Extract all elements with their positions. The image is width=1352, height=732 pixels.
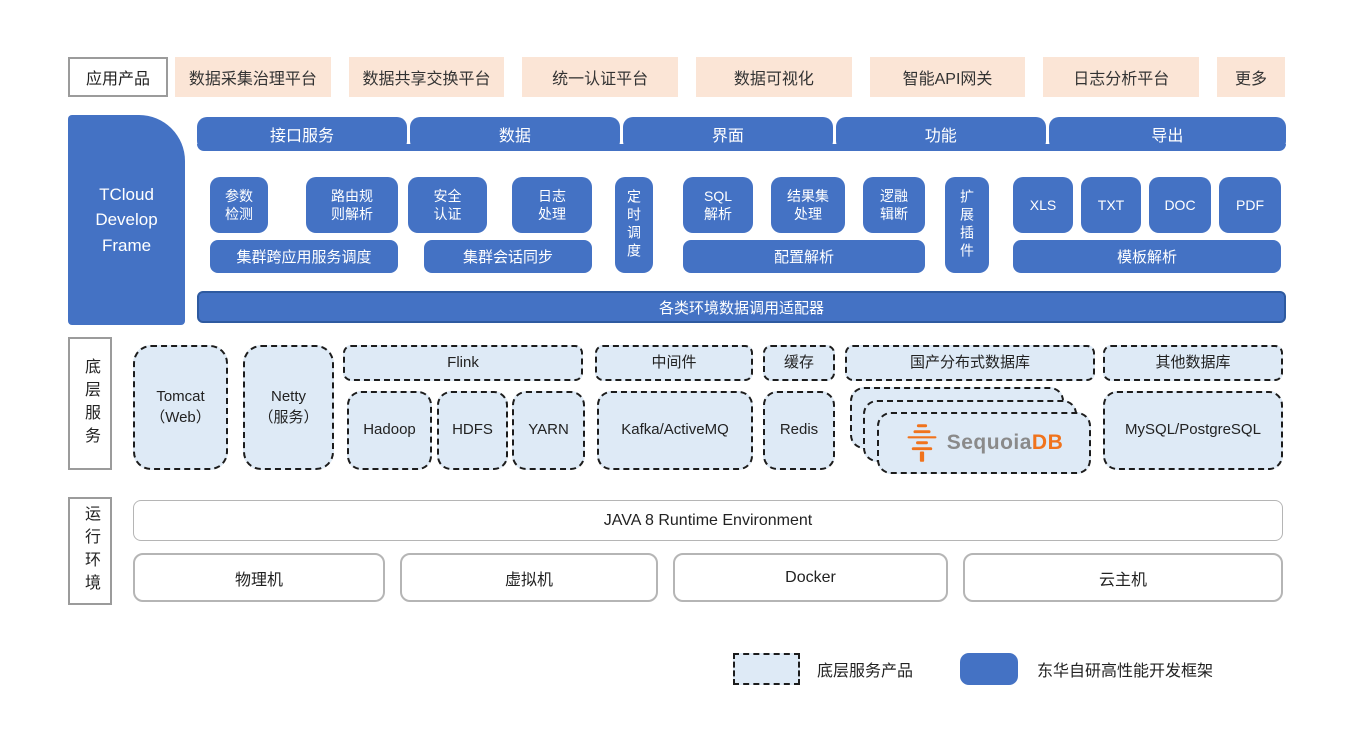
service-tomcat: Tomcat （Web） (133, 345, 228, 470)
cell-txt: TXT (1081, 177, 1141, 233)
app-products-label: 应用产品 (68, 57, 168, 97)
sequoiadb-wordmark: SequoiaDB (946, 431, 1064, 454)
legend-solid-label: 东华自研高性能开发框架 (1037, 663, 1214, 680)
product-box-api-gateway: 智能API网关 (869, 57, 1026, 97)
group-header-other-db: 其他数据库 (1103, 345, 1283, 381)
cell-pdf: PDF (1219, 177, 1281, 233)
tab-export: 导出 (1048, 117, 1286, 151)
framework-col-export: XLS TXT DOC PDF 模板解析 (1013, 177, 1281, 273)
legend-dashed-label: 底层服务产品 (817, 663, 914, 680)
cell-xls: XLS (1013, 177, 1073, 233)
service-kafka-activemq: Kafka/ActiveMQ (597, 391, 753, 470)
cell-timed-scheduling: 定时调度 (615, 177, 653, 273)
sequoiadb-tree-icon (907, 424, 937, 462)
host-docker: Docker (673, 553, 948, 602)
group-header-middleware: 中间件 (595, 345, 753, 381)
service-netty: Netty （服务） (243, 345, 334, 470)
product-box-more: 更多 (1217, 57, 1286, 97)
runtime-hosts-row: 物理机 虚拟机 Docker 云主机 (133, 553, 1283, 602)
product-box-log-analysis: 日志分析平台 (1043, 57, 1200, 97)
legend-solid-swatch (960, 653, 1018, 685)
cell-param-check: 参数 检测 (210, 177, 268, 233)
service-sequoiadb: SequoiaDB (877, 412, 1091, 474)
legend-dashed-swatch (733, 653, 800, 685)
group-header-domestic-db: 国产分布式数据库 (845, 345, 1095, 381)
framework-tab-bar: 接口服务 数据 界面 功能 导出 (197, 117, 1286, 151)
host-physical-machine: 物理机 (133, 553, 385, 602)
tab-data: 数据 (409, 117, 620, 151)
service-redis: Redis (763, 391, 835, 470)
host-cloud-host: 云主机 (963, 553, 1283, 602)
tab-ui: 界面 (622, 117, 833, 151)
cell-config-parse: 配置解析 (683, 240, 925, 273)
java-runtime-bar: JAVA 8 Runtime Environment (133, 500, 1283, 541)
framework-sidebar-title: TCloud Develop Frame (68, 115, 185, 325)
service-hdfs: HDFS (437, 391, 508, 470)
service-hadoop: Hadoop (347, 391, 432, 470)
product-box-data-visualization: 数据可视化 (696, 57, 852, 97)
cell-logic-breaker: 逻融 辑断 (863, 177, 925, 233)
cell-extension-plugin: 扩展插件 (945, 177, 989, 273)
tab-function: 功能 (835, 117, 1046, 151)
env-data-adapter-bar: 各类环境数据调用适配器 (197, 291, 1286, 323)
cell-template-parse: 模板解析 (1013, 240, 1281, 273)
cell-resultset-processing: 结果集 处理 (771, 177, 845, 233)
cell-cluster-cross-app-scheduling: 集群跨应用服务调度 (210, 240, 398, 273)
product-box-data-collection: 数据采集治理平台 (175, 57, 331, 97)
host-virtual-machine: 虚拟机 (400, 553, 658, 602)
cell-route-rule-parse: 路由规 则解析 (306, 177, 398, 233)
cell-cluster-session-sync: 集群会话同步 (424, 240, 592, 273)
framework-col-data: SQL 解析 结果集 处理 逻融 辑断 配置解析 (683, 177, 925, 273)
runtime-env-label: 运行环境 (68, 497, 112, 605)
cell-security-auth: 安全 认证 (408, 177, 487, 233)
cell-doc: DOC (1149, 177, 1211, 233)
base-services-label: 底层服务 (68, 337, 112, 470)
product-box-data-exchange: 数据共享交换平台 (348, 57, 505, 97)
group-header-flink: Flink (343, 345, 583, 381)
framework-col-security: 安全 认证 日志 处理 集群会话同步 (408, 177, 592, 273)
framework-col-interface: 参数 检测 路由规 则解析 集群跨应用服务调度 (210, 177, 398, 273)
tab-interface-service: 接口服务 (197, 117, 407, 151)
app-products-row: 数据采集治理平台 数据共享交换平台 统一认证平台 数据可视化 智能API网关 日… (175, 57, 1286, 97)
service-mysql-postgresql: MySQL/PostgreSQL (1103, 391, 1283, 470)
cell-sql-parse: SQL 解析 (683, 177, 753, 233)
cell-log-handling: 日志 处理 (512, 177, 592, 233)
group-header-cache: 缓存 (763, 345, 835, 381)
product-box-auth-platform: 统一认证平台 (522, 57, 679, 97)
service-yarn: YARN (512, 391, 585, 470)
